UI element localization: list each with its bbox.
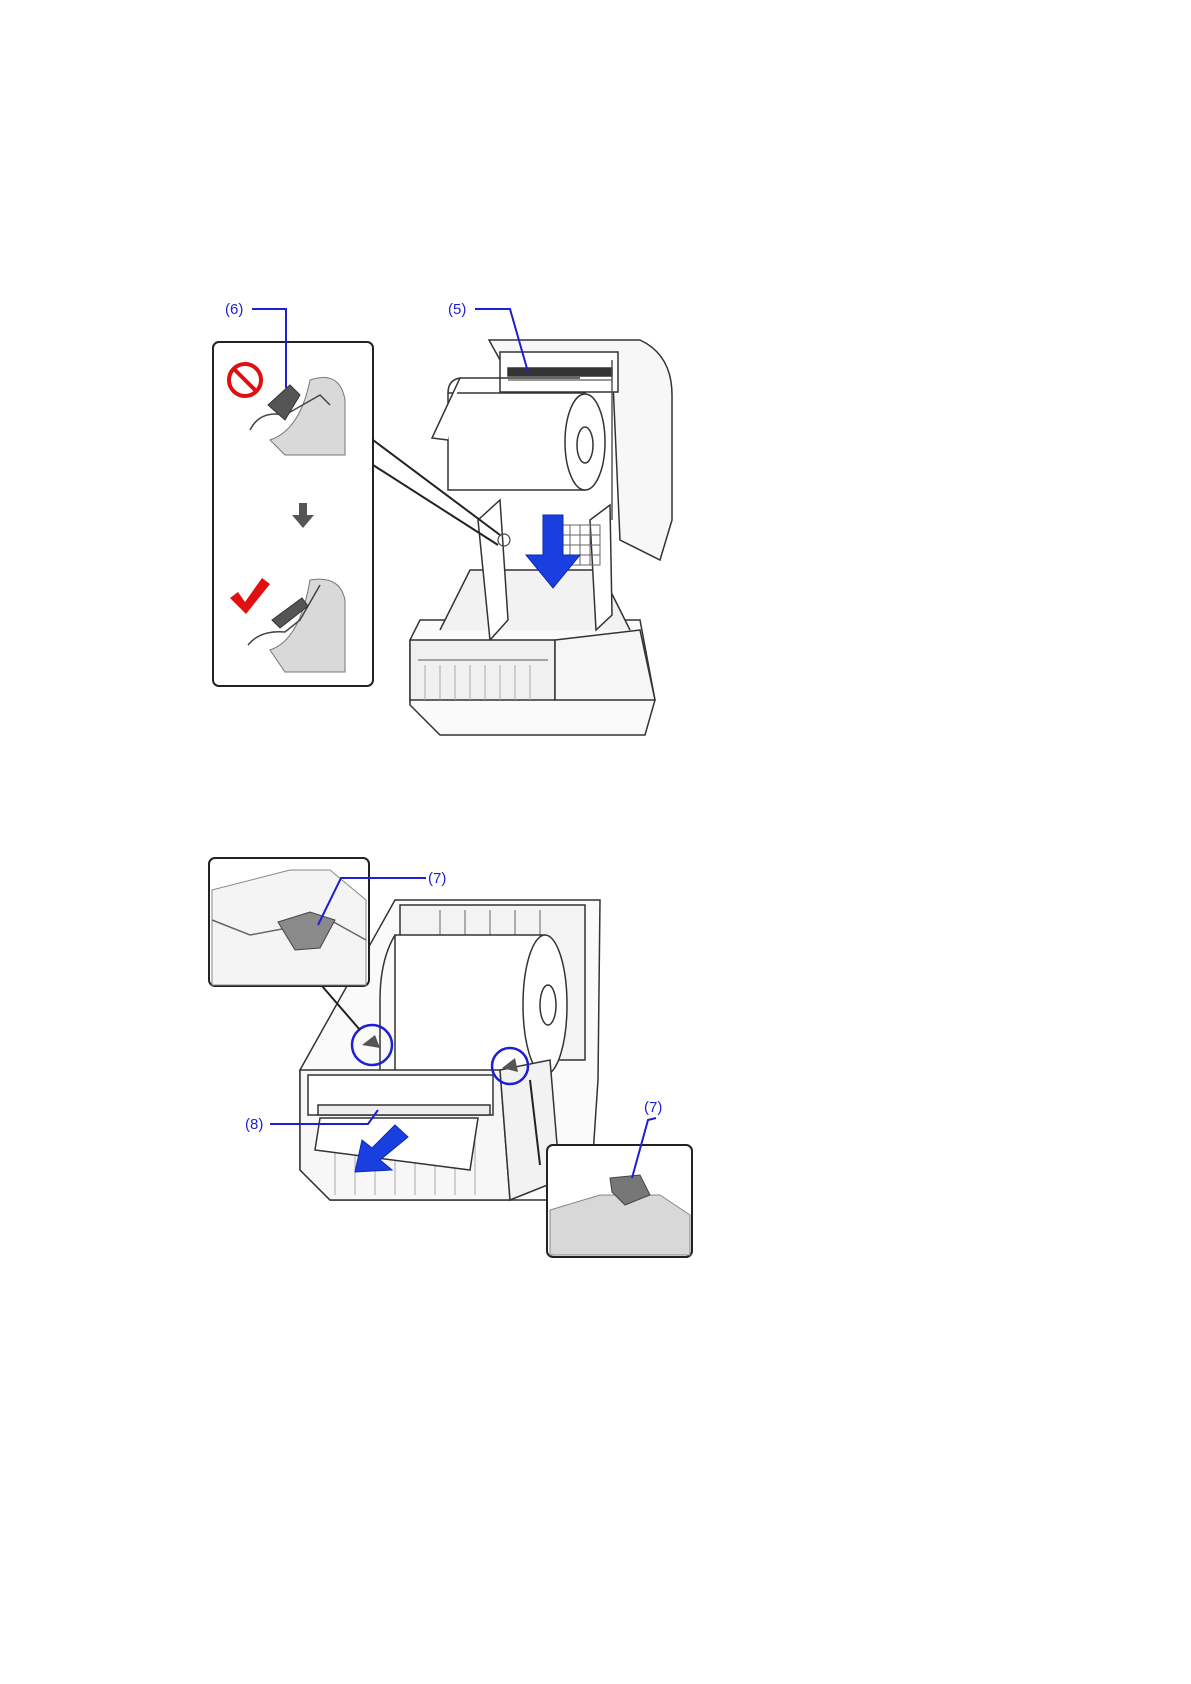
figure-load-paper-roll: (6) (5) [213,301,672,735]
callout-7-bottom-label: (7) [644,1099,662,1116]
paper-roll-illustration [432,378,605,490]
figure-pull-paper-through: (7) (7) (8) [209,858,692,1257]
callout-8-label: (8) [245,1116,263,1133]
callout-7-top-label: (7) [428,870,446,887]
callout-6-label: (6) [225,301,243,318]
callout-5-label: (5) [448,301,466,318]
